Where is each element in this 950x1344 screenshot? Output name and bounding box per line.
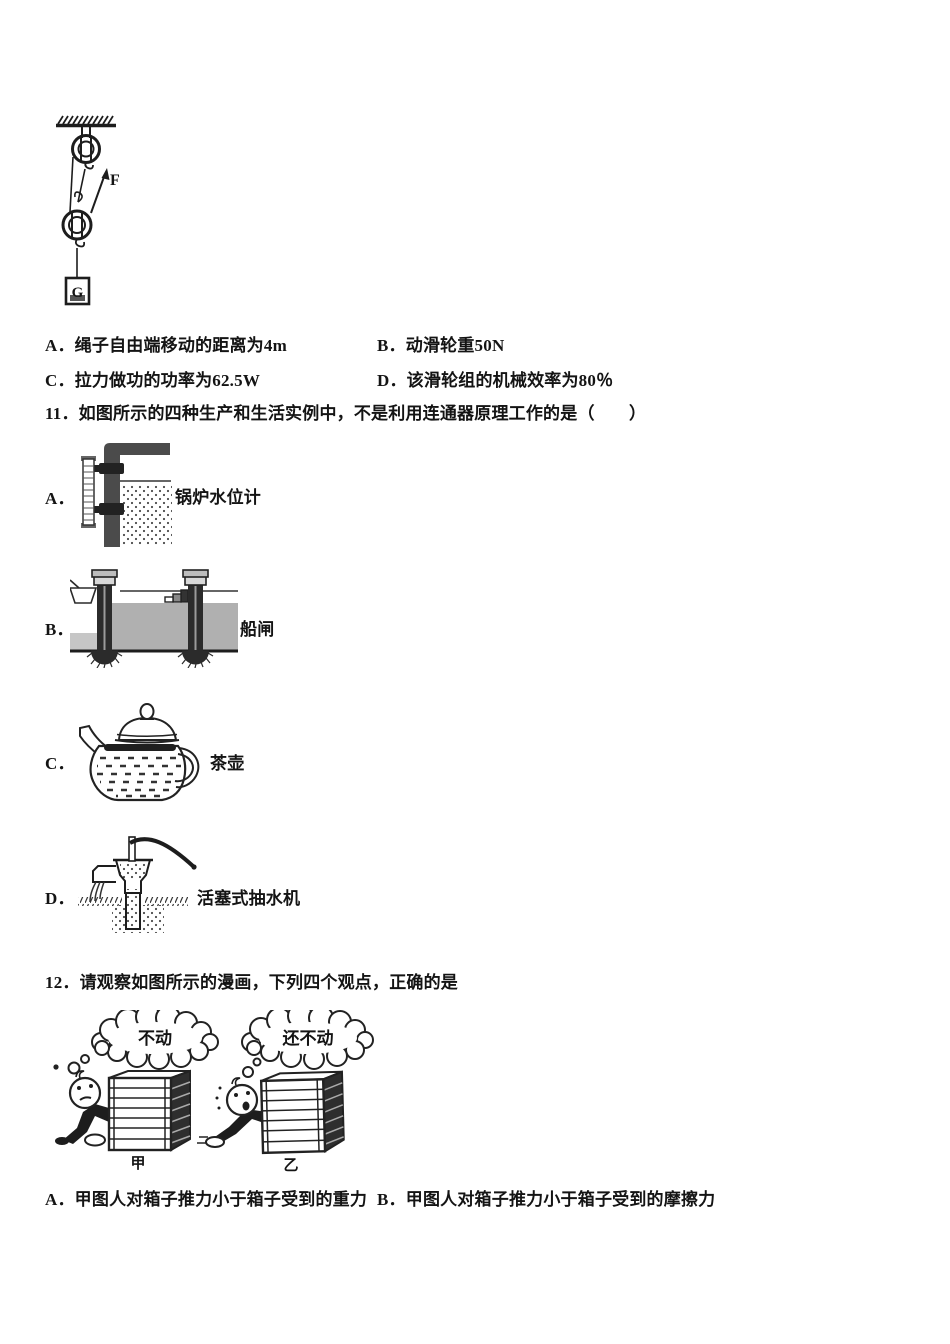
teapot-body xyxy=(89,744,187,802)
pump-handle xyxy=(129,837,196,869)
teapot-figure xyxy=(79,703,200,802)
q10-option-c: C．拉力做功的功率为62.5W xyxy=(45,371,261,390)
right-gate xyxy=(182,569,209,652)
pouring-water xyxy=(89,881,105,903)
panel-label-left: 甲 xyxy=(130,1155,145,1172)
pushing-box-cartoon: 不动 甲 xyxy=(53,1010,374,1172)
piston-rod xyxy=(128,836,136,862)
thought-cloud-right xyxy=(241,1010,374,1078)
person-right xyxy=(197,1077,267,1148)
water-surface-band xyxy=(104,744,176,751)
ground-hatch-right xyxy=(144,897,188,906)
gauge-glass-tube xyxy=(81,456,96,528)
boiler-pipe xyxy=(104,443,170,547)
water-dots xyxy=(122,485,172,545)
thought-cloud-left xyxy=(53,1010,219,1075)
q11-option-a-letter: A． xyxy=(45,489,75,508)
crate-left xyxy=(107,1069,191,1152)
water-dashes xyxy=(97,756,181,798)
panel-label-right: 乙 xyxy=(283,1158,298,1172)
q11-option-c-caption: 茶壶 xyxy=(210,754,245,773)
person-left xyxy=(55,1070,109,1147)
thought-text-left: 不动 xyxy=(138,1029,172,1048)
boat xyxy=(70,579,98,604)
q11-option-d-letter: D． xyxy=(45,889,75,908)
q12-option-b: B．甲图人对箱子推力小于箱子受到的摩擦力 xyxy=(377,1190,716,1209)
piston-water-pump-figure xyxy=(78,836,197,933)
force-arrow: F xyxy=(90,168,120,214)
lower-flange xyxy=(99,503,124,515)
q11-option-c-letter: C． xyxy=(45,754,75,773)
pulley-system-figure: F G xyxy=(56,115,120,306)
force-label: F xyxy=(110,172,120,189)
q11-option-b-letter: B． xyxy=(45,620,74,639)
ropes xyxy=(69,156,86,213)
gate-control-structure xyxy=(164,589,189,603)
spout-trough xyxy=(92,865,116,883)
upper-flange xyxy=(99,463,124,474)
head-left xyxy=(68,1076,102,1110)
movable-pulley xyxy=(61,191,93,248)
q11-option-d-caption: 活塞式抽水机 xyxy=(197,889,301,908)
head-right xyxy=(225,1083,259,1117)
ground-hatch-left xyxy=(78,897,122,906)
gate-bases xyxy=(86,650,214,668)
weight-box: G xyxy=(64,276,91,306)
lid xyxy=(114,703,180,744)
ceiling-hatch xyxy=(56,115,116,128)
ship-lock-figure xyxy=(70,569,238,668)
handle xyxy=(174,747,200,789)
q10-option-b: B．动滑轮重50N xyxy=(377,336,505,355)
fixed-pulley xyxy=(71,127,101,170)
q11-stem: 11．如图所示的四种生产和生活实例中，不是利用连通器原理工作的是（ ） xyxy=(45,404,647,423)
q12-stem: 12．请观察如图所示的漫画，下列四个观点，正确的是 xyxy=(45,973,458,992)
boiler-water-level-gauge-figure xyxy=(81,443,172,547)
lock-chamber-water xyxy=(110,603,238,651)
thought-text-right: 还不动 xyxy=(282,1029,334,1048)
left-gate xyxy=(91,569,118,652)
q10-option-d: D．该滑轮组的机械效率为80％ xyxy=(377,371,614,390)
q11-option-b-caption: 船闸 xyxy=(240,620,275,639)
chamber-water-dots xyxy=(120,863,146,879)
crate-right xyxy=(259,1070,345,1155)
q11-option-a-caption: 锅炉水位计 xyxy=(175,488,261,507)
weight-label: G xyxy=(72,285,84,301)
q12-option-a: A．甲图人对箱子推力小于箱子受到的重力 xyxy=(45,1190,368,1209)
q10-option-a: A．绳子自由端移动的距离为4m xyxy=(45,336,287,355)
